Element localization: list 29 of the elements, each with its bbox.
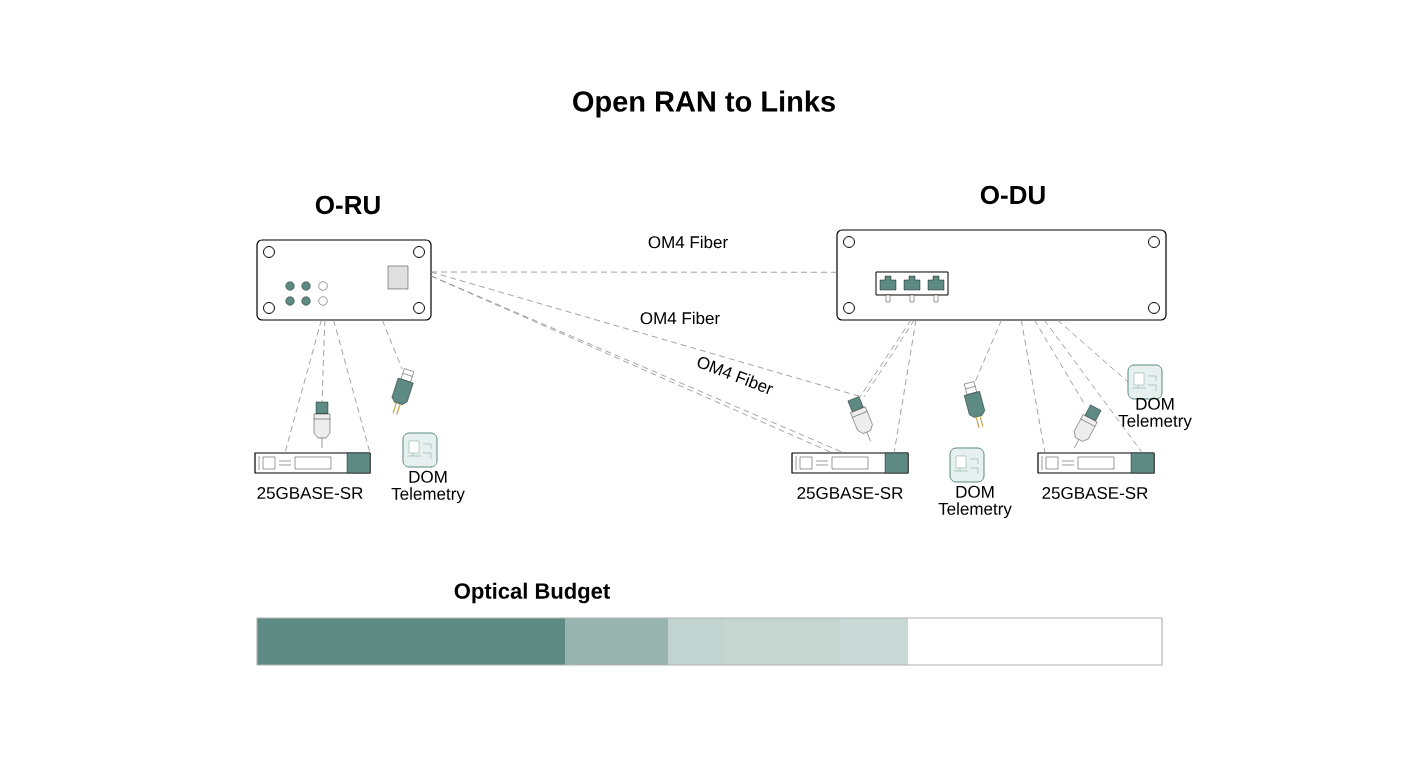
fiber-line	[381, 319, 403, 370]
fiber-line	[1057, 319, 1129, 383]
title: Open RAN to Links	[573, 90, 835, 118]
fiber-line	[430, 271, 863, 398]
device-heading: O-RU	[315, 195, 380, 215]
fiber-line	[1020, 319, 1046, 454]
module-label: 25GBASE-SR	[797, 487, 903, 499]
edge-label: OM4 Fiber	[692, 352, 778, 398]
fiber-line	[974, 319, 1002, 383]
fiber-line	[284, 319, 322, 454]
edge-label: OM4 Fiber	[645, 233, 731, 251]
device-heading: O-DU	[980, 185, 1045, 205]
fiber-line	[430, 271, 838, 273]
fiber-line	[1043, 319, 1143, 454]
icon-label: DOM Telemetry	[391, 470, 465, 504]
icon-label: DOM Telemetry	[1118, 397, 1192, 431]
fiber-line	[893, 319, 917, 454]
bar-heading: Optical Budget	[454, 582, 610, 604]
connector-drawing	[1074, 404, 1102, 449]
fiber-line	[333, 319, 371, 454]
edge-label: OM4 Fiber	[637, 309, 723, 327]
connector-drawing	[847, 396, 873, 442]
module-label: 25GBASE-SR	[1042, 487, 1148, 499]
connector-drawing	[391, 368, 415, 416]
connector-drawing	[963, 381, 985, 429]
fiber-line	[321, 319, 326, 403]
connector-drawing	[313, 401, 331, 449]
module-label: 25GBASE-SR	[257, 487, 363, 499]
icon-label: DOM Telemetry	[938, 485, 1012, 519]
